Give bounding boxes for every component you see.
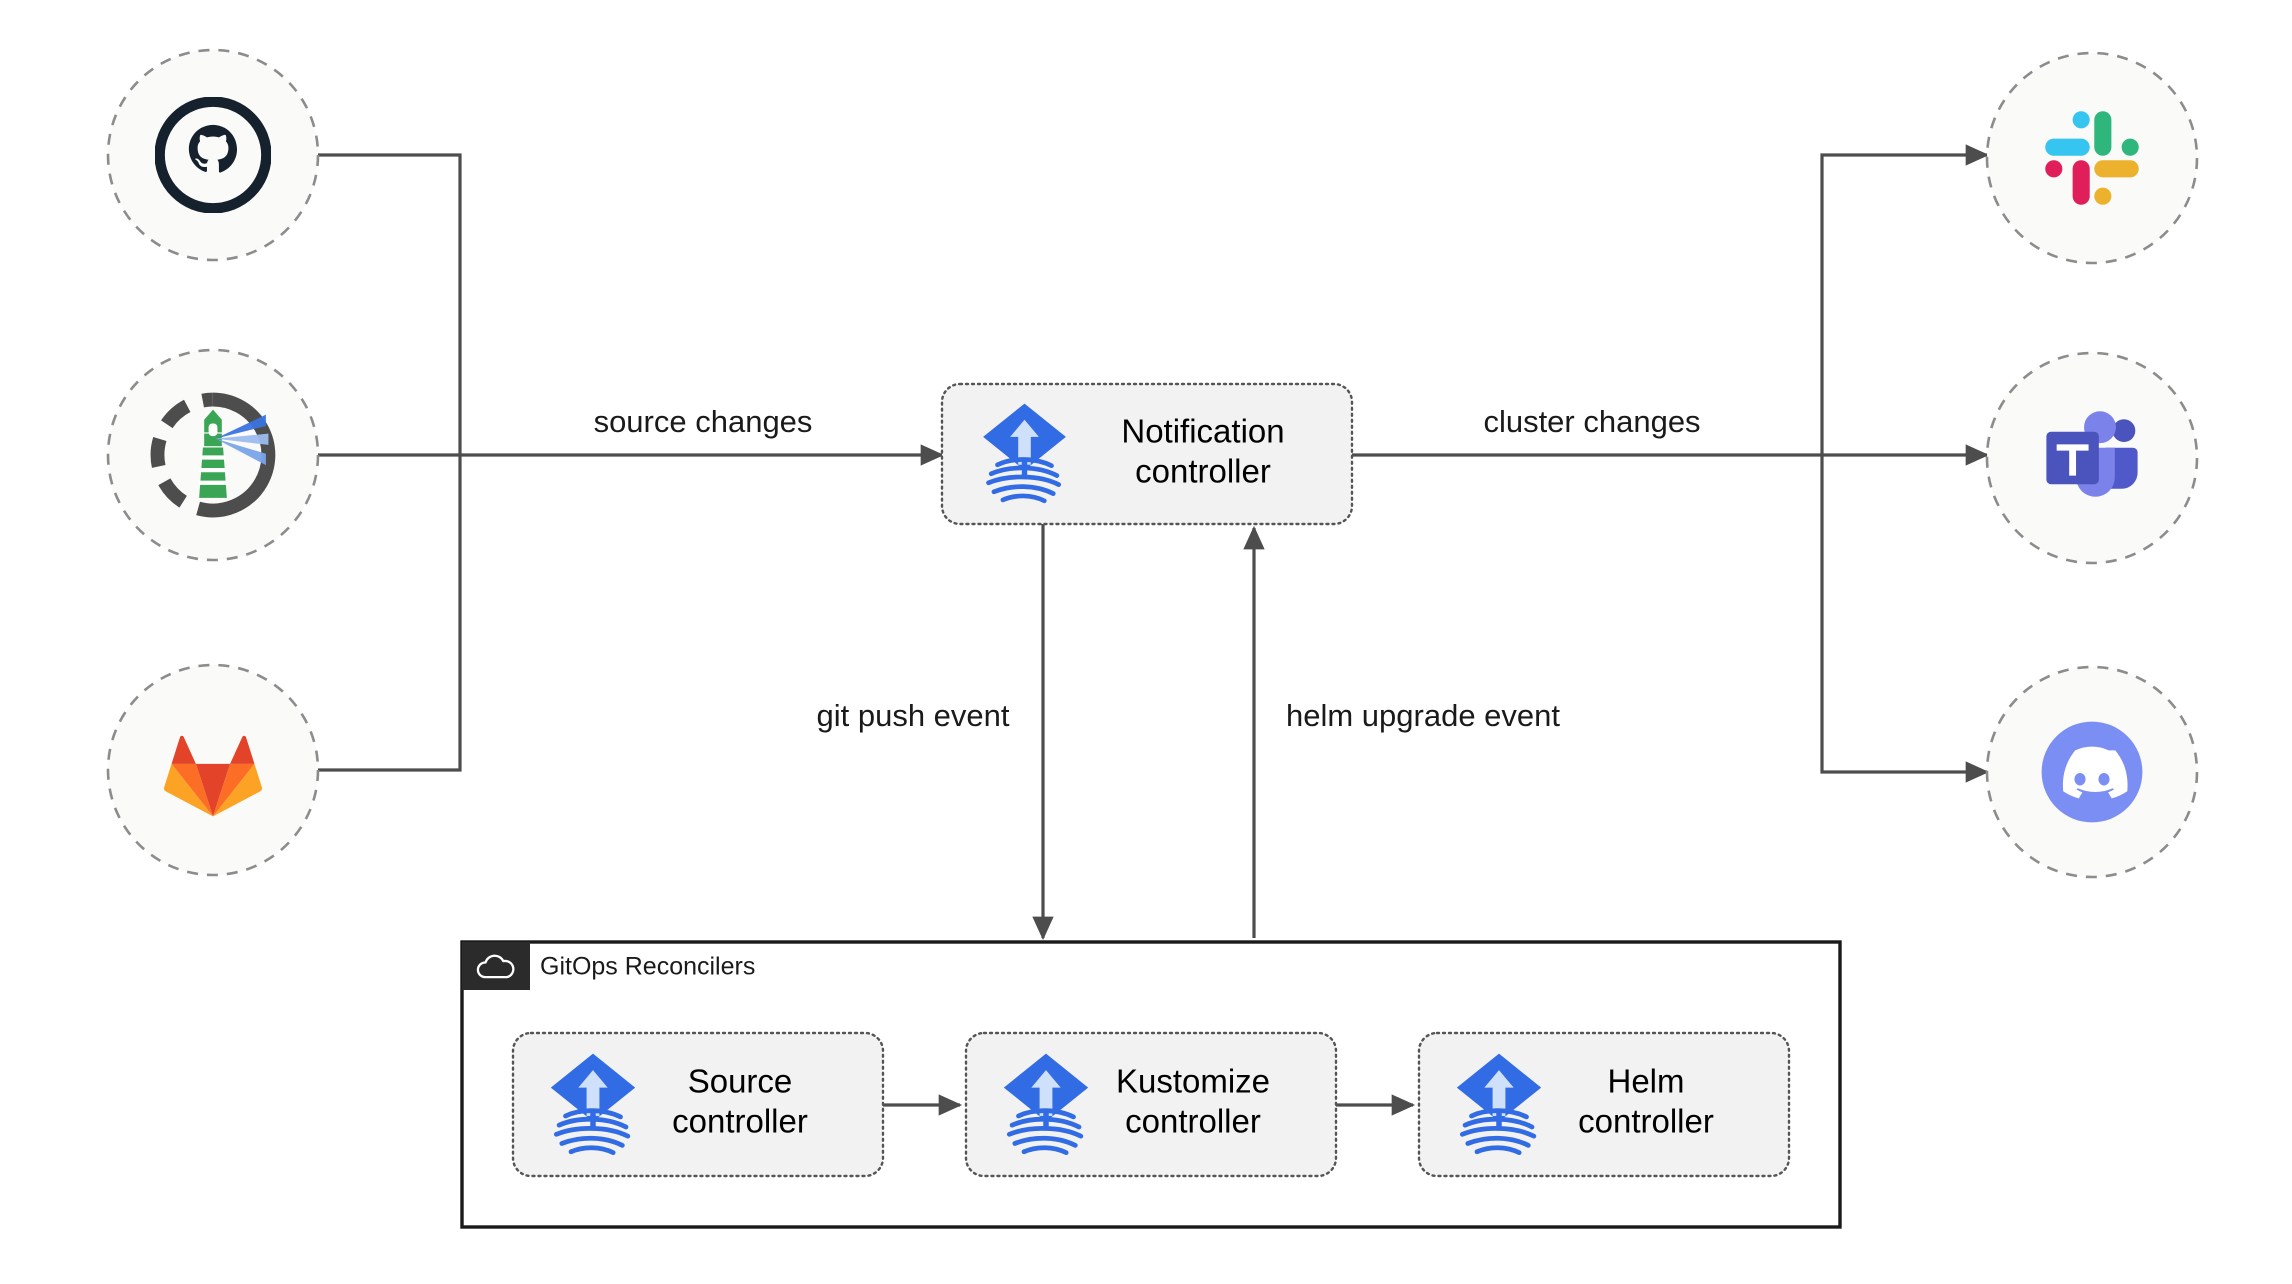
- edge-label-helm-upgrade-event: helm upgrade event: [1286, 698, 1560, 733]
- notification-controller-label-line2: controller: [1135, 453, 1271, 490]
- edge-sources-to-notification: source changes: [318, 153, 945, 772]
- github-source-node[interactable]: [106, 48, 320, 262]
- source-controller-label-line1: Source: [688, 1063, 793, 1100]
- source-controller-label-line2: controller: [672, 1103, 808, 1140]
- edge-notification-to-discord: [1820, 455, 1990, 783]
- teams-destination-node[interactable]: [1985, 351, 2199, 565]
- github-circle[interactable]: [106, 48, 320, 262]
- edge-label-source-changes: source changes: [594, 404, 813, 439]
- notification-controller-label-line1: Notification: [1121, 413, 1284, 450]
- kustomize-controller-label-line2: controller: [1125, 1103, 1261, 1140]
- edge-gitlab-branch: [318, 455, 462, 772]
- kustomize-controller-label-line1: Kustomize: [1116, 1063, 1270, 1100]
- helm-controller-label-line1: Helm: [1607, 1063, 1684, 1100]
- edge-notification-to-gitops: git push event: [816, 524, 1054, 941]
- edge-label-git-push-event: git push event: [816, 698, 1009, 733]
- source-controller-node[interactable]: Source controller: [511, 1031, 885, 1178]
- group-title: GitOps Reconcilers: [540, 953, 755, 981]
- edge-notification-to-targets: cluster changes: [1352, 144, 1990, 783]
- edge-github-branch: [318, 153, 462, 455]
- edge-gitops-to-notification: helm upgrade event: [1243, 525, 1560, 938]
- kustomize-controller-node[interactable]: Kustomize controller: [964, 1031, 1338, 1178]
- group-tab: [462, 942, 530, 990]
- flux-source-node[interactable]: [106, 348, 320, 562]
- discord-icon: [2042, 722, 2143, 823]
- slack-circle[interactable]: [1985, 51, 2199, 265]
- gitlab-source-node[interactable]: [106, 663, 320, 877]
- slack-destination-node[interactable]: [1985, 51, 2199, 265]
- notification-controller-node[interactable]: Notification controller: [940, 382, 1354, 526]
- discord-destination-node[interactable]: [1985, 665, 2199, 879]
- helm-controller-label-line2: controller: [1578, 1103, 1714, 1140]
- edge-label-cluster-changes: cluster changes: [1483, 404, 1700, 439]
- edge-notification-to-slack: [1820, 144, 1990, 455]
- helm-controller-node[interactable]: Helm controller: [1417, 1031, 1791, 1178]
